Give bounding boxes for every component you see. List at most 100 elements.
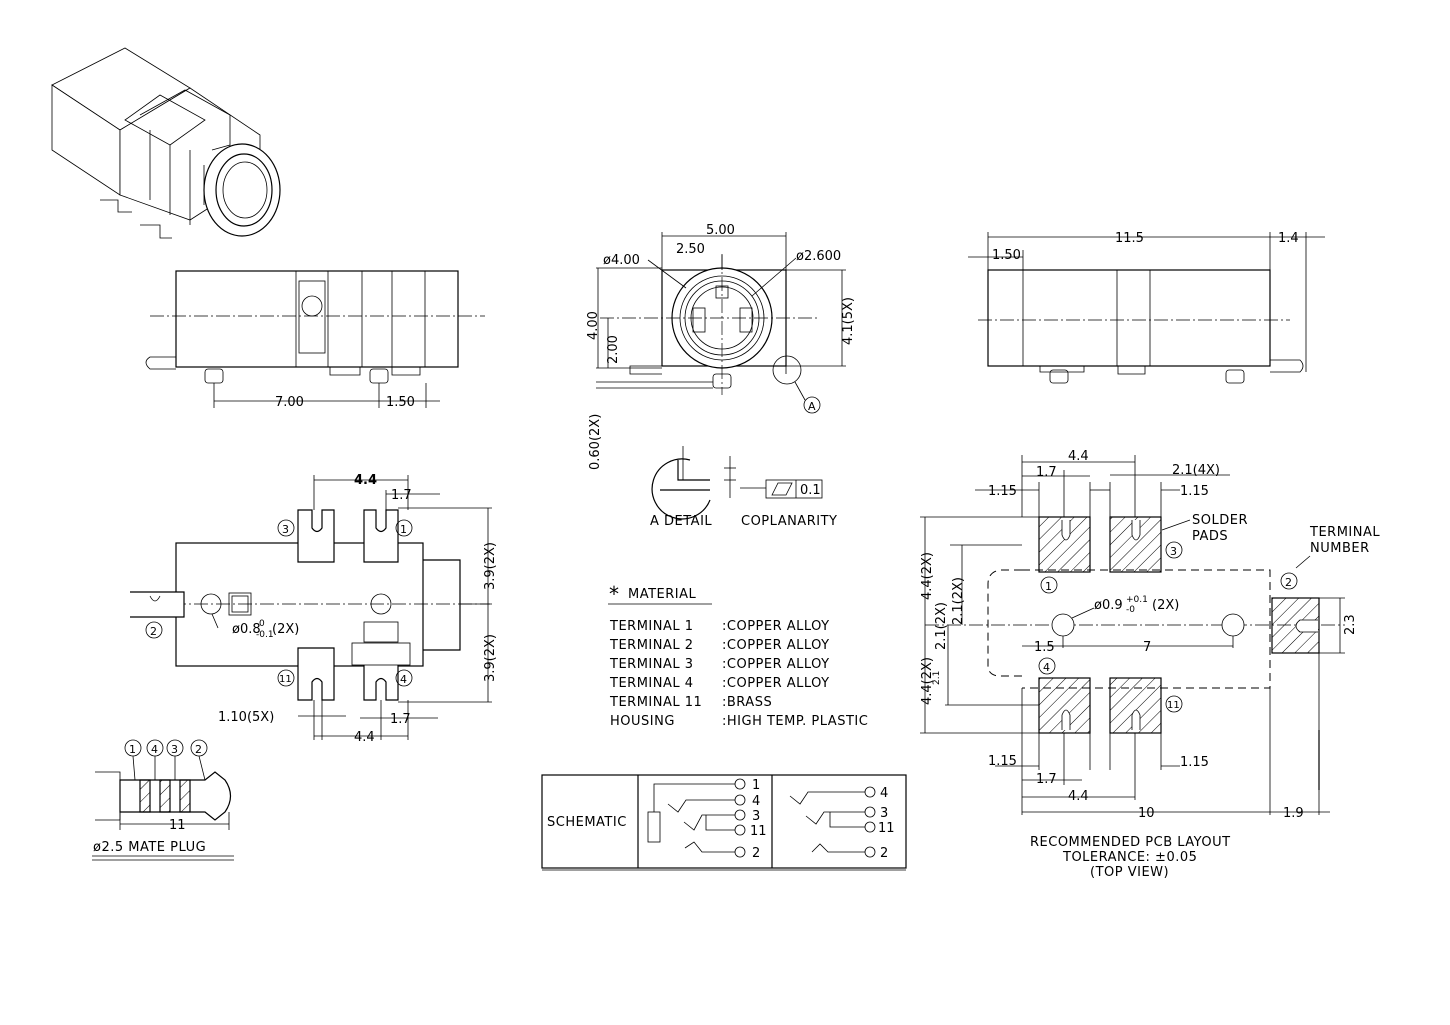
hole-tol-upper: 0 <box>259 619 265 629</box>
material-table: * MATERIAL TERMINAL 1:COPPER ALLOYTERMIN… <box>608 582 868 729</box>
dim-1-10: 1.10(5X) <box>218 710 274 725</box>
material-heading: MATERIAL <box>628 587 697 602</box>
material-row-name: TERMINAL 4 <box>609 676 694 691</box>
isometric-view <box>51 47 281 239</box>
asterisk-icon: * <box>609 582 619 606</box>
sch-left-pin-1: 1 <box>752 778 760 793</box>
svg-text:11: 11 <box>1167 700 1180 711</box>
pcb-terminal-11-marker: 11 <box>1165 695 1183 713</box>
sch-left-pin-2: 2 <box>752 846 760 861</box>
pcb-dim-4-4-left-upper: 4.4(2X) <box>920 552 935 600</box>
svg-text:4: 4 <box>151 743 158 756</box>
pcb-dim-4-4-top: 4.4 <box>1068 449 1089 464</box>
right-side-view: 11.5 1.4 1.50 <box>968 231 1325 384</box>
pcb-hole-count: (2X) <box>1152 598 1179 613</box>
pcb-dim-2-1-left-b: 2.1(2X) <box>934 602 949 650</box>
dim-1-7-bottom: 1.7 <box>390 712 411 727</box>
pcb-dim-2-1-4x: 2.1(4X) <box>1172 463 1220 478</box>
pcb-hole-dia: ø0.9 <box>1094 598 1123 613</box>
svg-text:11: 11 <box>279 674 292 685</box>
svg-text:3: 3 <box>171 743 178 756</box>
dim-5-00: 5.00 <box>706 223 735 238</box>
solder-pads-label-2: PADS <box>1192 529 1228 544</box>
dim-11-5: 11.5 <box>1115 231 1144 246</box>
schematic: SCHEMATIC 1 4 3 11 2 4 3 11 2 <box>541 774 907 871</box>
material-row-value: :COPPER ALLOY <box>722 676 830 691</box>
pcb-caption-2: TOLERANCE: ±0.05 <box>1062 850 1197 865</box>
mate-plug-label: ø2.5 MATE PLUG <box>93 840 206 855</box>
material-row-value: :COPPER ALLOY <box>722 619 830 634</box>
sch-left-pin-3: 3 <box>752 809 760 824</box>
terminal-number-label-2: NUMBER <box>1310 541 1370 556</box>
pcb-dim-1-15-br: 1.15 <box>1180 755 1209 770</box>
sch-right-pin-11: 11 <box>878 821 895 836</box>
pcb-terminal-2-marker: 2 <box>1280 572 1298 590</box>
terminal-number-label-1: TERMINAL <box>1309 525 1380 540</box>
dim-1-7-top: 1.7 <box>391 488 412 503</box>
material-row-value: :COPPER ALLOY <box>722 657 830 672</box>
pcb-terminal-1-marker: 1 <box>1040 576 1058 594</box>
svg-text:2: 2 <box>1285 576 1292 589</box>
material-row-value: :BRASS <box>722 695 772 710</box>
dim-2-50: 2.50 <box>676 242 705 257</box>
dim-4-4-top: 4.4 <box>354 473 377 488</box>
pcb-dim-1-15-tl: 1.15 <box>988 484 1017 499</box>
dim-1-50: 1.50 <box>386 395 415 410</box>
front-view: 5.00 2.50 ø4.00 ø2.600 4.00 2.00 0.60(2X… <box>586 223 856 470</box>
pcb-dim-1-7-top: 1.7 <box>1036 465 1057 480</box>
material-row-name: TERMINAL 2 <box>609 638 694 653</box>
pcb-dim-2-3: 2.3 <box>1343 614 1358 635</box>
schematic-label: SCHEMATIC <box>547 815 627 830</box>
svg-text:2.1: 2.1 <box>932 671 942 685</box>
material-row-name: TERMINAL 11 <box>609 695 702 710</box>
dim-4-1-5x: 4.1(5X) <box>841 297 856 345</box>
pcb-caption-1: RECOMMENDED PCB LAYOUT <box>1030 835 1231 850</box>
plug-ring-1: 1 <box>124 739 142 757</box>
material-row-name: HOUSING <box>610 714 675 729</box>
terminal-4-marker: 4 <box>395 669 413 687</box>
dim-4-00: 4.00 <box>586 311 601 340</box>
coplanarity-value: 0.1 <box>800 483 821 498</box>
material-row-value: :HIGH TEMP. PLASTIC <box>722 714 868 729</box>
pcb-dim-1-15-bl: 1.15 <box>988 754 1017 769</box>
pcb-dim-7: 7 <box>1143 640 1151 655</box>
pcb-dim-10: 10 <box>1138 806 1155 821</box>
sch-right-pin-2: 2 <box>880 846 888 861</box>
pcb-dim-1-15-tr: 1.15 <box>1180 484 1209 499</box>
pcb-dim-4-4-bottom: 4.4 <box>1068 789 1089 804</box>
plug-length: 11 <box>169 818 186 833</box>
mate-plug: 1 4 3 2 11 ø2.5 MATE PLUG <box>92 739 234 861</box>
material-row-name: TERMINAL 3 <box>609 657 694 672</box>
pcb-dim-4-4-left-lower: 4.4(2X) <box>920 657 935 705</box>
pcb-hole-tol-lower: -0 <box>1126 605 1135 615</box>
dim-3-9-upper: 3.9(2X) <box>483 542 498 590</box>
svg-text:3: 3 <box>1170 545 1177 558</box>
svg-text:1: 1 <box>1045 580 1052 593</box>
a-detail-label: A DETAIL <box>650 514 712 529</box>
side-view: 7.00 1.50 <box>145 270 485 410</box>
a-detail: 0.1 A DETAIL COPLANARITY <box>650 446 837 529</box>
sch-left-pin-4: 4 <box>752 794 760 809</box>
coplanarity-label: COPLANARITY <box>741 514 837 529</box>
dim-0-60: 0.60(2X) <box>588 414 603 470</box>
pcb-layout: 4.4 1.7 1.15 2.1(4X) 1.15 4.4(2X) 4.4(2X… <box>920 449 1380 880</box>
svg-text:4: 4 <box>400 673 407 686</box>
pcb-terminal-3-marker: 3 <box>1165 541 1183 559</box>
pcb-caption-3: (TOP VIEW) <box>1090 865 1169 880</box>
svg-text:1: 1 <box>400 523 407 536</box>
hole-tol-lower: -0.1 <box>256 630 274 640</box>
dim-4-4-bottom: 4.4 <box>354 730 375 745</box>
terminal-3-marker: 3 <box>277 519 295 537</box>
dim-3-9-lower: 3.9(2X) <box>483 634 498 682</box>
sch-right-pin-4: 4 <box>880 786 888 801</box>
svg-text:3: 3 <box>282 523 289 536</box>
dim-dia-4-00: ø4.00 <box>603 253 640 268</box>
plug-ring-2: 2 <box>190 739 208 757</box>
material-row-value: :COPPER ALLOY <box>722 638 830 653</box>
svg-text:2: 2 <box>150 625 157 638</box>
svg-text:4: 4 <box>1043 661 1050 674</box>
dim-7-00: 7.00 <box>275 395 304 410</box>
hole-count: (2X) <box>272 622 299 637</box>
dim-2-00: 2.00 <box>606 335 621 364</box>
pcb-dim-1-9: 1.9 <box>1283 806 1304 821</box>
